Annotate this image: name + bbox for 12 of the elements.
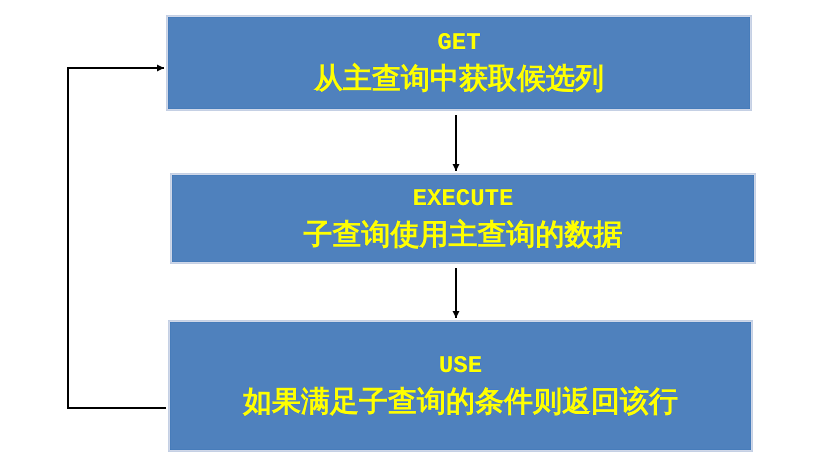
- process-box: [168, 320, 753, 452]
- arrow: [452, 268, 460, 318]
- process-box: [166, 15, 752, 111]
- step-description: 从主查询中获取候选列: [314, 60, 604, 97]
- step-title: GET: [437, 29, 481, 59]
- arrow: [452, 115, 460, 171]
- step-description: 如果满足子查询的条件则返回该行: [243, 383, 678, 420]
- step-title: EXECUTE: [412, 184, 514, 214]
- step-description: 子查询使用主查询的数据: [304, 216, 622, 252]
- step-title: USE: [438, 352, 482, 382]
- arrow: [67, 64, 166, 409]
- process-box: [170, 173, 756, 264]
